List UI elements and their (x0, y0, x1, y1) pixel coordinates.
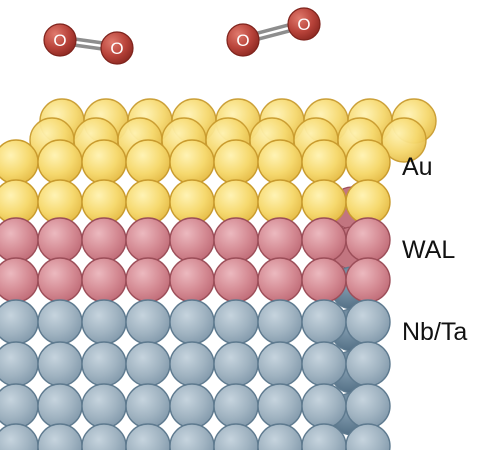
atom (0, 299, 39, 345)
atom (169, 217, 215, 263)
atom (345, 257, 391, 303)
atom (0, 179, 39, 225)
atom (125, 423, 171, 450)
atom (81, 257, 127, 303)
oxygen-symbol: O (110, 39, 123, 58)
layer-stack (0, 98, 437, 450)
atom (37, 341, 83, 387)
atom (345, 299, 391, 345)
atom (81, 217, 127, 263)
atom (125, 299, 171, 345)
oxygen-atom (287, 7, 321, 41)
atom (169, 423, 215, 450)
atom (125, 217, 171, 263)
atom (0, 257, 39, 303)
layer-au-atoms (0, 98, 437, 225)
atom (37, 299, 83, 345)
atom (37, 257, 83, 303)
oxygen-atom (43, 23, 77, 57)
atom (125, 341, 171, 387)
atom (0, 383, 39, 429)
atom (213, 139, 259, 185)
oxygen-atom (100, 31, 134, 65)
atom (213, 341, 259, 387)
atom (125, 383, 171, 429)
atom (257, 383, 303, 429)
layer-label-au: Au (402, 153, 433, 181)
atom (81, 383, 127, 429)
atom (301, 257, 347, 303)
oxygen-symbol: O (297, 15, 310, 34)
atom (257, 257, 303, 303)
atom (81, 341, 127, 387)
atom (257, 423, 303, 450)
atom (0, 139, 39, 185)
atom (169, 299, 215, 345)
layer-wal-atoms (0, 217, 391, 303)
atom (0, 217, 39, 263)
layer-nb-ta-atoms (0, 299, 391, 450)
atom (345, 217, 391, 263)
oxygen-molecule: OO (226, 7, 321, 57)
atom (37, 139, 83, 185)
atom (169, 139, 215, 185)
atom (345, 423, 391, 450)
atom (301, 341, 347, 387)
atom (213, 217, 259, 263)
atom (169, 257, 215, 303)
atom (37, 217, 83, 263)
atom (213, 383, 259, 429)
atom (81, 139, 127, 185)
atom (169, 383, 215, 429)
atom (213, 299, 259, 345)
atom (381, 117, 427, 163)
atom (301, 299, 347, 345)
atom (37, 423, 83, 450)
atom (125, 257, 171, 303)
atom (81, 423, 127, 450)
oxygen-symbol: O (236, 31, 249, 50)
atom (257, 139, 303, 185)
atom (301, 139, 347, 185)
atom (81, 299, 127, 345)
atom (0, 423, 39, 450)
atom (345, 383, 391, 429)
atom (37, 383, 83, 429)
atom (345, 139, 391, 185)
layer-label-wal: WAL (402, 236, 456, 264)
atom (213, 423, 259, 450)
atom (213, 257, 259, 303)
atom (301, 383, 347, 429)
atom (169, 341, 215, 387)
atom (301, 217, 347, 263)
atom (0, 341, 39, 387)
atom (257, 299, 303, 345)
atom (345, 341, 391, 387)
atom (257, 217, 303, 263)
oxygen-symbol: O (53, 31, 66, 50)
atom (125, 139, 171, 185)
oxygen-atom (226, 23, 260, 57)
layer-label-nb-ta: Nb/Ta (402, 318, 468, 346)
atom (257, 341, 303, 387)
